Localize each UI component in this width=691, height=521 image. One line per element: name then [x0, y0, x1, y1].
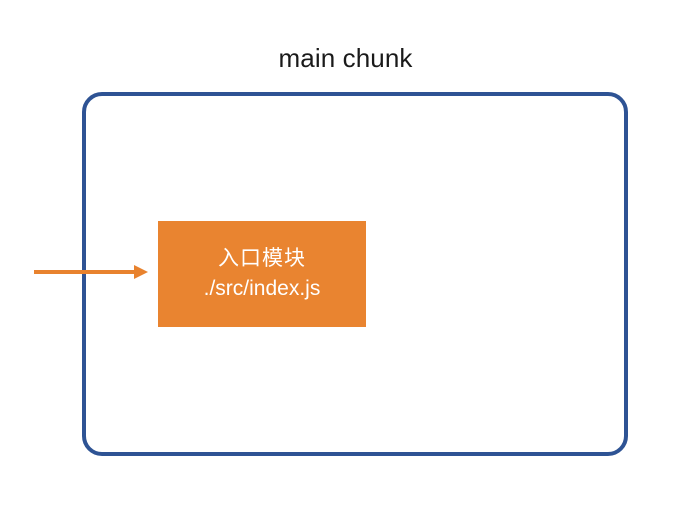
page-title: main chunk — [278, 43, 413, 73]
entry-module-label-cjk: 入口模块 — [218, 247, 306, 270]
entry-module-label-path: ./src/index.js — [203, 277, 321, 300]
incoming-arrow-icon — [34, 265, 148, 279]
entry-module-node[interactable]: 入口模块 ./src/index.js — [158, 221, 366, 327]
